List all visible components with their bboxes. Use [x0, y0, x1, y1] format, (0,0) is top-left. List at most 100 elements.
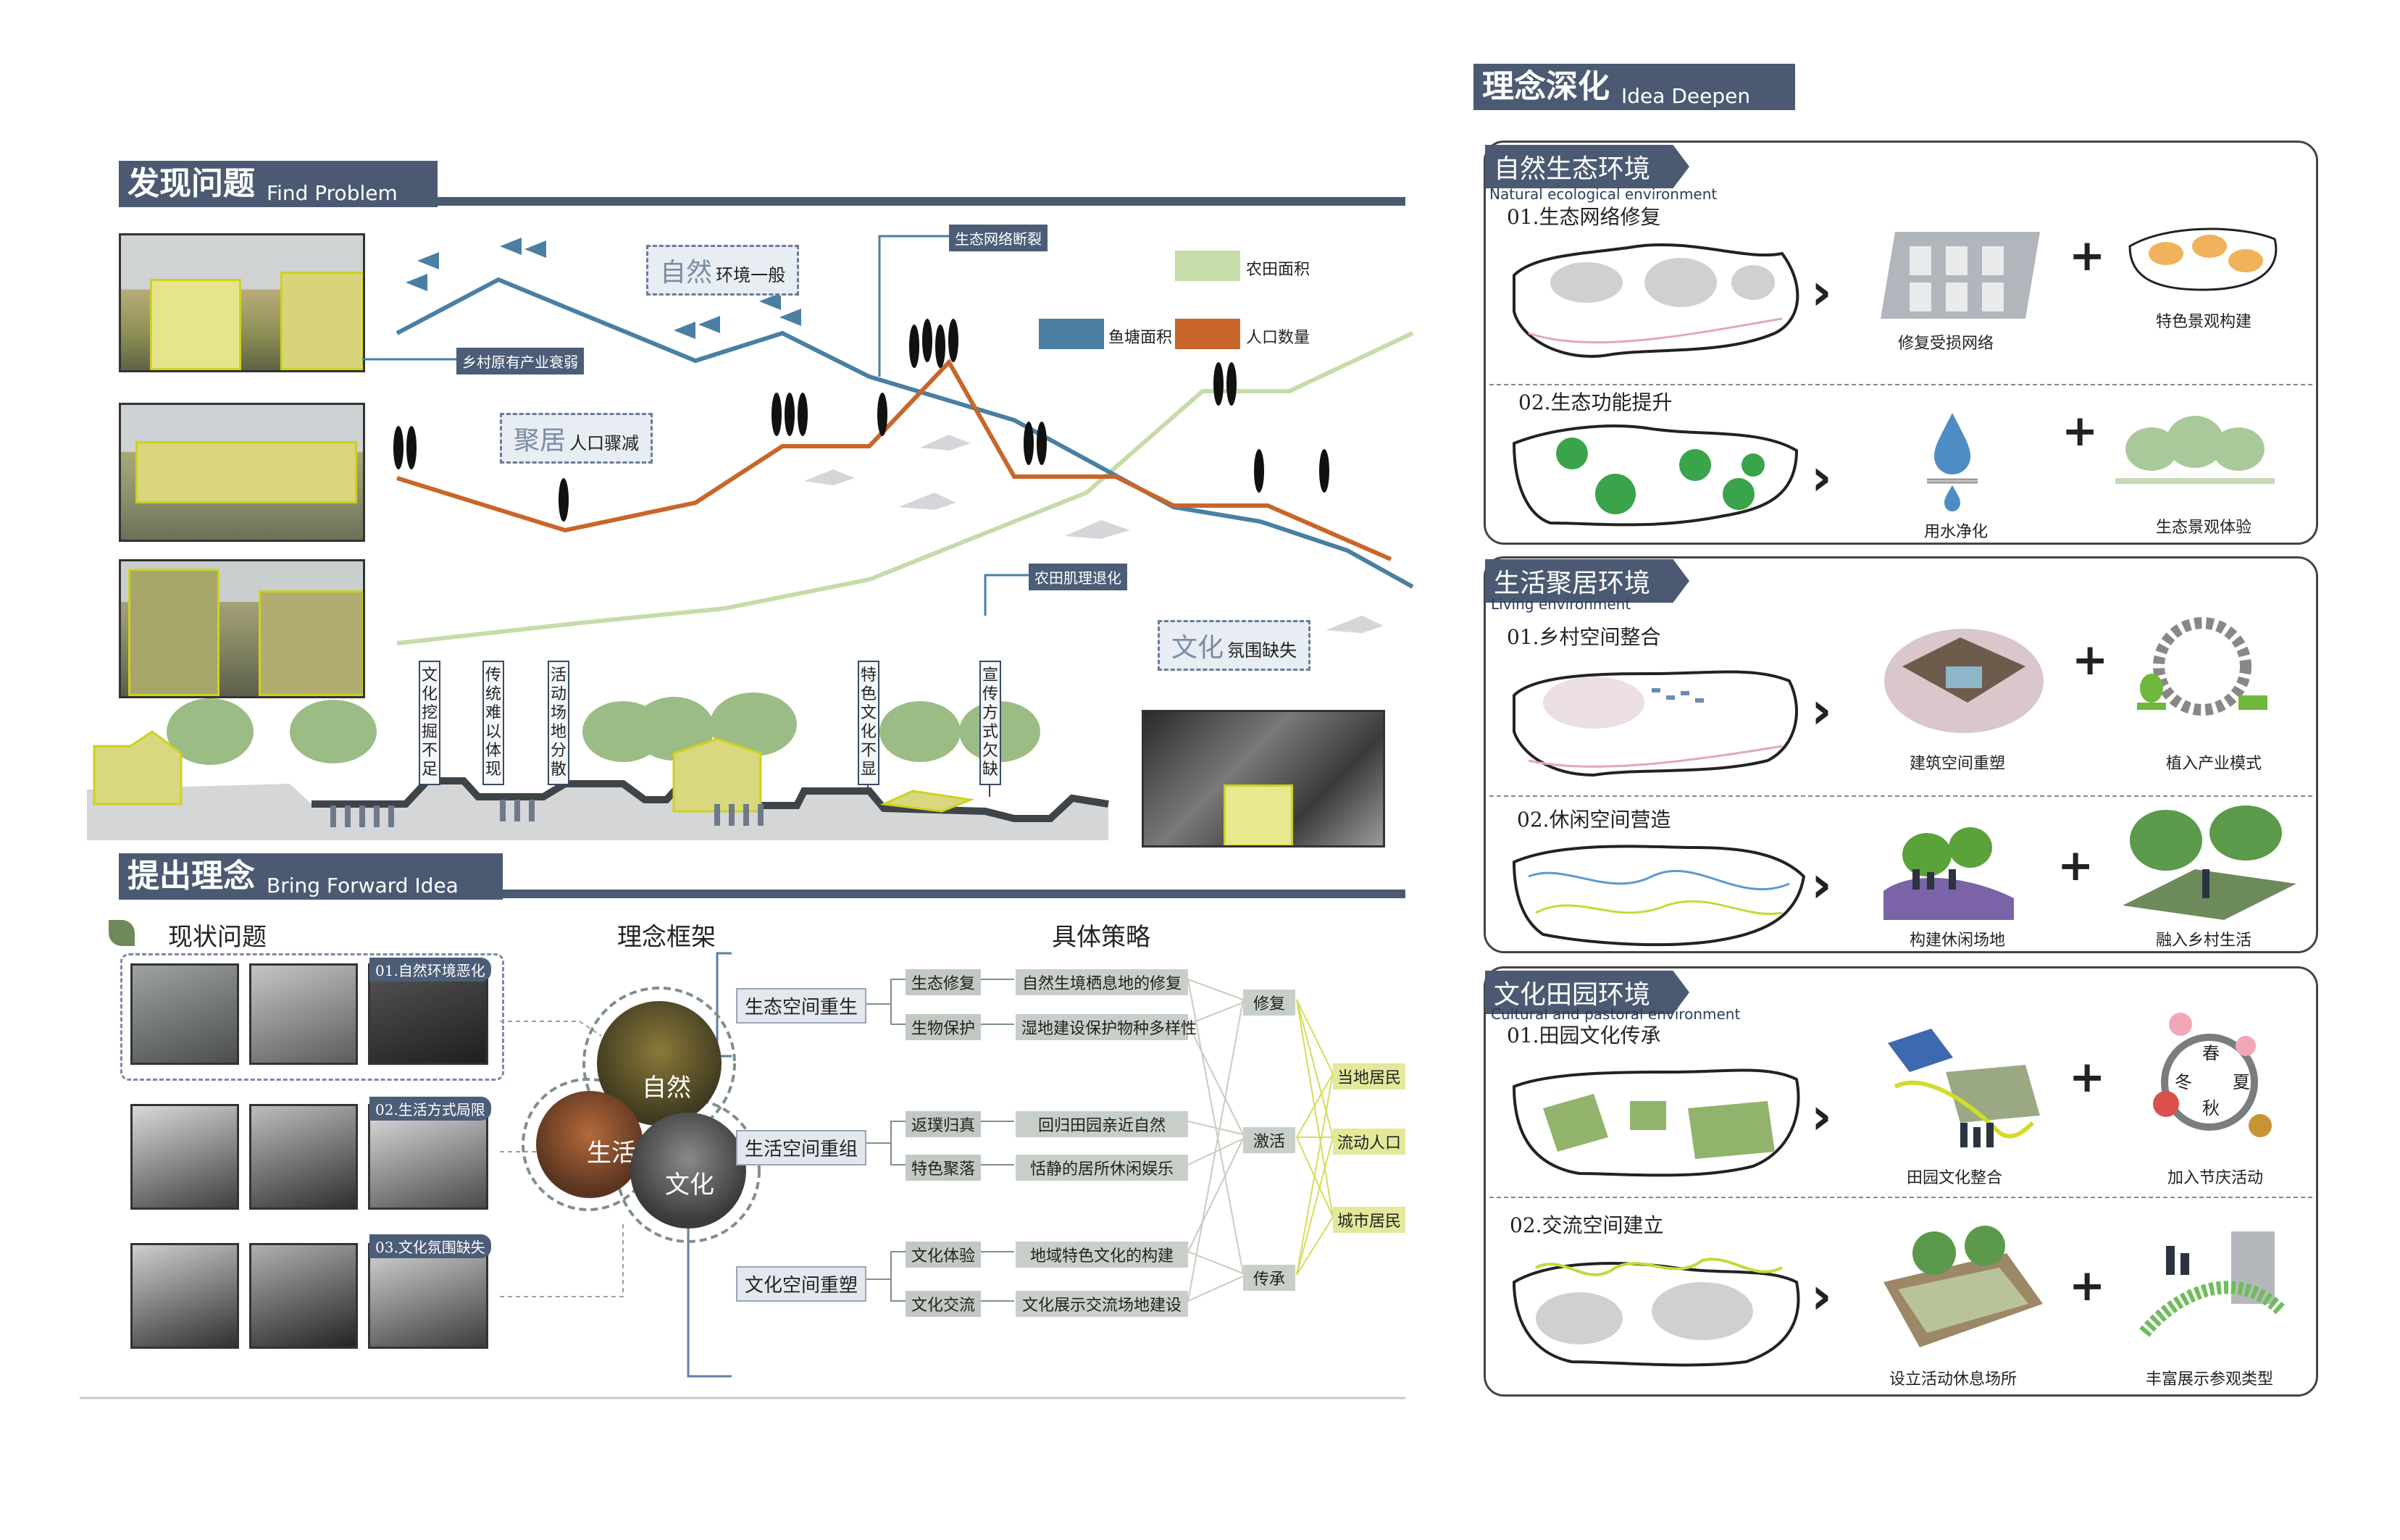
section-label-5: 宣传方式欠缺 [979, 661, 1001, 785]
natural-site-1 [1513, 243, 1799, 358]
plus-icon: + [2069, 230, 2106, 281]
legend-farmland-swatch [1175, 251, 1240, 281]
sub-eco-repair: 生态修复 [906, 969, 982, 995]
col-head-issues: 现状问题 [168, 923, 267, 952]
cultural-divider [1489, 1197, 2312, 1198]
living-site-1 [1513, 670, 1798, 777]
callout-settlement-big: 聚居 [514, 426, 566, 456]
season-autumn: 秋 [2202, 1098, 2220, 1118]
people [330, 800, 764, 827]
callout-nature: 自然 环境一般 [646, 245, 800, 296]
plus-icon: + [2072, 635, 2109, 685]
culture-bw-photo [1142, 710, 1385, 848]
section-houses [93, 730, 975, 813]
idea-deepen-title: 理念深化 Idea Deepen [1473, 64, 1795, 110]
issue-tag-1: 01.自然环境恶化 [369, 958, 491, 982]
strategy-5: 地域特色文化的构建 [1016, 1242, 1188, 1268]
sub-settlement: 特色聚落 [906, 1155, 982, 1181]
circle-culture [630, 1113, 746, 1229]
issue-photo-1a [130, 963, 239, 1065]
section-label-1: 文化挖掘不足 [419, 661, 440, 785]
callout-nature-big: 自然 [660, 258, 713, 288]
panel-natural-head: 自然生态环境 [1485, 145, 1690, 188]
industry-decline-tag: 乡村原有产业衰弱 [456, 348, 584, 374]
cultural-site-2 [1512, 1257, 1800, 1367]
category-life: 生活空间重组 [736, 1130, 867, 1166]
eco-experience-icon [2115, 416, 2275, 484]
bring-idea-rule [503, 890, 1405, 898]
col-head-strategy: 具体策略 [1052, 923, 1150, 952]
callout-culture: 文化 氛围缺失 [1158, 620, 1311, 671]
leader-farm [984, 574, 1029, 616]
callout-settlement: 聚居 人口骤减 [500, 413, 653, 464]
industry-model-icon [2137, 617, 2267, 716]
network-grid-icon [1881, 232, 2040, 319]
water-drop-icon [1927, 413, 1978, 511]
category-eco: 生态空间重生 [736, 988, 867, 1024]
festival-ring-icon [2153, 1013, 2272, 1137]
panel-cultural-en: Cultural and pastoral environment [1491, 1005, 1741, 1023]
title-zh: 提出理念 [127, 858, 255, 895]
ground-section [87, 781, 1108, 840]
chevron-icon: › [1811, 262, 1832, 322]
title-en: Idea Deepen [1621, 84, 1751, 108]
circle-life [536, 1091, 643, 1198]
chevron-icon: › [1811, 1087, 1832, 1146]
natural-item-2-cap1: 用水净化 [1924, 523, 1989, 541]
user-city: 城市居民 [1333, 1207, 1406, 1233]
callout-settlement-small: 人口骤减 [569, 433, 640, 453]
farmland-line [396, 331, 1414, 645]
cultural-item-1-cap1: 田园文化整合 [1907, 1169, 2003, 1187]
cultural-site-1 [1512, 1068, 1800, 1177]
cultural-item-2-title: 02.交流空间建立 [1510, 1213, 1664, 1237]
sub-return-nature: 返璞归真 [906, 1111, 982, 1137]
leisure-site-icon [1883, 827, 2014, 920]
issue-photo-1b [249, 963, 358, 1065]
plus-icon: + [2069, 1260, 2106, 1311]
village-photo-1 [119, 233, 365, 372]
panel-natural-en: Natural ecological environment [1489, 185, 1718, 203]
title-zh: 发现问题 [127, 165, 255, 202]
callout-culture-big: 文化 [1171, 633, 1224, 663]
action-inherit: 传承 [1243, 1265, 1295, 1291]
circle-culture-label: 文化 [665, 1171, 714, 1200]
panel-living-head: 生活聚居环境 [1485, 559, 1690, 603]
category-culture: 文化空间重塑 [736, 1266, 867, 1302]
feature-landscape-icon [2128, 227, 2278, 291]
living-item-1-cap1: 建筑空间重塑 [1910, 755, 2006, 773]
legend-farmland-label: 农田面积 [1246, 261, 1310, 279]
plus-icon: + [2069, 1052, 2106, 1102]
title-en: Find Problem [267, 181, 398, 205]
col-head-framework: 理念框架 [617, 923, 716, 952]
activity-rest-icon [1883, 1226, 2043, 1347]
cultural-item-1-cap2: 加入节庆活动 [2167, 1169, 2264, 1187]
living-divider [1489, 795, 2312, 797]
natural-item-2-cap2: 生态景观体验 [2156, 519, 2252, 537]
issue-tag-2: 02.生活方式局限 [369, 1097, 491, 1121]
living-item-1-title: 01.乡村空间整合 [1507, 625, 1661, 649]
callout-culture-small: 氛围缺失 [1227, 640, 1297, 661]
fishpond-line [396, 277, 1414, 589]
issue-photo-3c [368, 1243, 488, 1349]
find-problem-title: 发现问题 Find Problem [119, 161, 438, 207]
plus-icon: + [2057, 840, 2094, 891]
cypress-trees [393, 319, 1329, 522]
callout-nature-small: 环境一般 [716, 265, 786, 285]
season-spring: 春 [2202, 1043, 2220, 1063]
legend-fishpond-label: 鱼塘面积 [1108, 329, 1173, 347]
leader-eco [878, 235, 949, 377]
rural-life-icon [2123, 805, 2296, 920]
strategy-2: 湿地建设保护物种多样性 [1016, 1014, 1197, 1040]
user-local: 当地居民 [1333, 1063, 1406, 1089]
issue-group-1 [120, 953, 504, 1081]
section-label-4: 特色文化不显 [858, 661, 879, 785]
chevron-icon: › [1811, 681, 1832, 740]
find-problem-rule [438, 197, 1405, 206]
natural-item-1-cap2: 特色景观构建 [2156, 313, 2252, 331]
issue-photo-3a [130, 1243, 239, 1349]
village-photo-3 [119, 559, 365, 698]
living-item-1-cap2: 植入产业模式 [2166, 755, 2262, 773]
framework-connectors [80, 952, 1405, 1399]
natural-item-1-cap1: 修复受损网络 [1898, 335, 1994, 353]
natural-item-1-title: 01.生态网络修复 [1507, 205, 1661, 229]
